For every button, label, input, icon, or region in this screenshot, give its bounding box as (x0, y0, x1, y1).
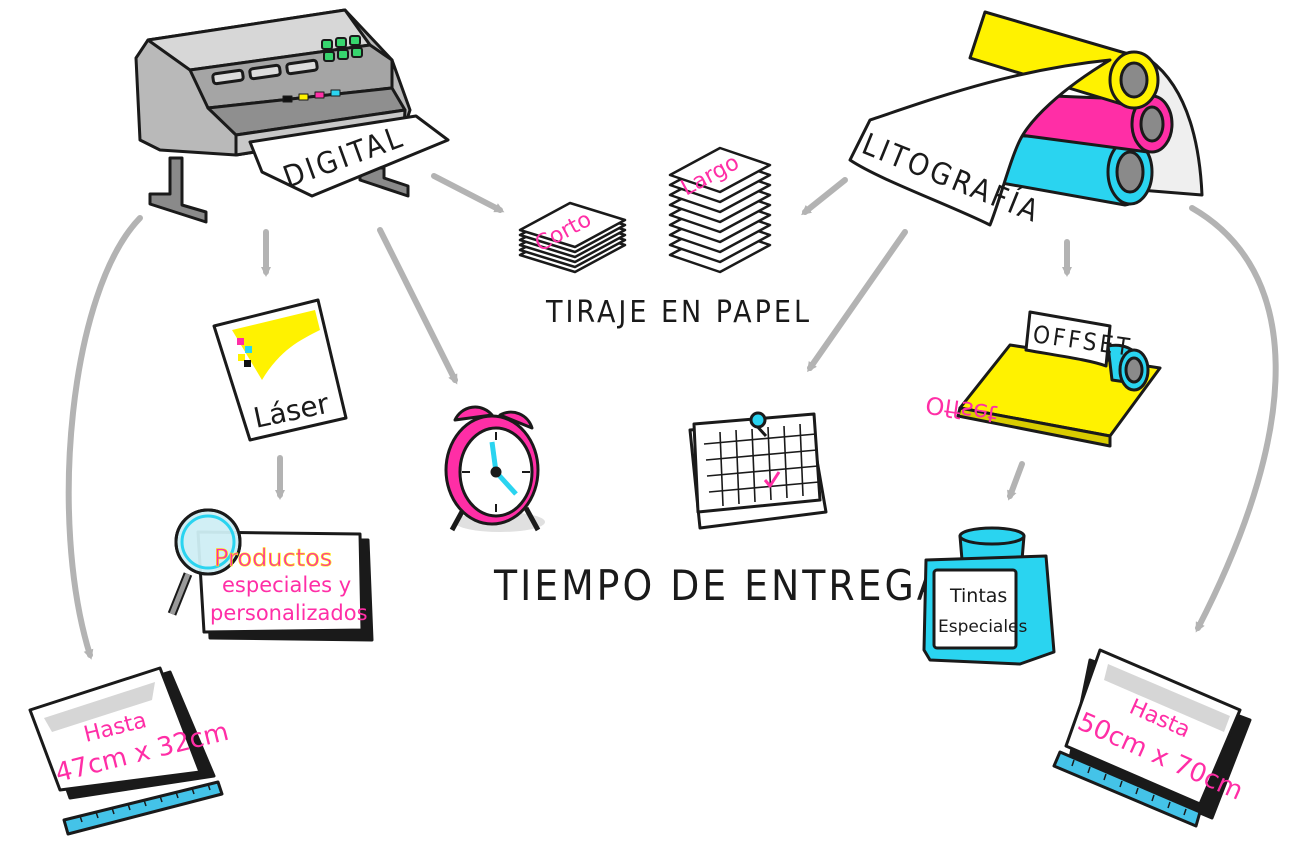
arrow-lito-to-tiraje (801, 177, 848, 216)
arrow-lito-to-tiempo (807, 229, 908, 373)
tintas-line2: Especiales (938, 617, 1028, 637)
ruler-left (62, 780, 224, 836)
productos-line2: especiales y (222, 573, 351, 597)
tiraje-section: Corto Largo TIRAJE EN PAPEL (518, 146, 812, 330)
offset-graphic: OFFSET Offset (924, 310, 1162, 448)
digital-printer: DIGITAL (134, 8, 450, 224)
arrow-offset-to-tintas (1007, 461, 1025, 501)
calendar-icon (688, 411, 828, 530)
magnifier-icon (167, 508, 242, 616)
arrow-digital-to-size (65, 215, 143, 660)
ruler-right (1052, 750, 1202, 828)
connector-arrows (65, 173, 1279, 660)
tintas-line1: Tintas (949, 585, 1007, 607)
productos-line3: personalizados (210, 601, 368, 625)
arrow-lito-to-size (1189, 205, 1279, 633)
size-sheet-right: Hasta 50cm x 70cm (1052, 648, 1252, 828)
tiempo-title: TIEMPO DE ENTREGA (493, 561, 946, 610)
laser-sheet: Láser (212, 298, 348, 442)
ink-bottle: Tintas Especiales (922, 526, 1056, 666)
paper-stack-corto: Corto (518, 201, 627, 274)
alarm-clock-icon (444, 405, 545, 532)
tiraje-title: TIRAJE EN PAPEL (545, 295, 812, 330)
productos-card: Productos especiales y personalizados (167, 508, 374, 642)
litografia-press: LITOGRAFÍA (848, 10, 1204, 230)
arrow-digital-to-tiraje (431, 173, 505, 213)
paper-stack-largo: Largo (668, 146, 772, 274)
productos-line1: Productos (214, 544, 332, 572)
arrow-digital-to-tiempo (377, 227, 458, 385)
size-sheet-left: Hasta 47cm x 32cm (28, 666, 232, 836)
